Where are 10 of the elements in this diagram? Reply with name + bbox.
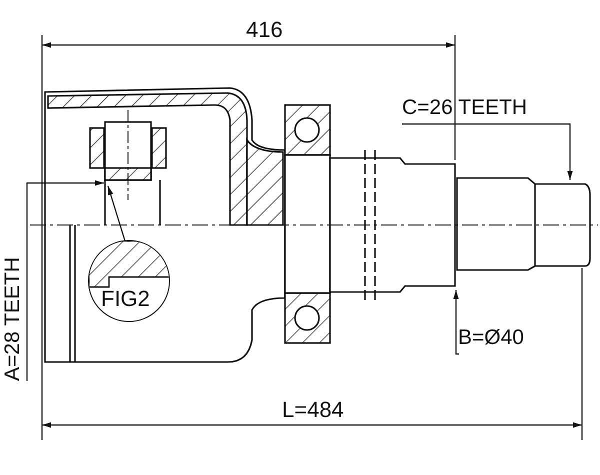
leader-line: [107, 186, 126, 242]
dimension-text: B=Ø40: [458, 326, 525, 350]
leader-line: [402, 123, 573, 180]
dimension-text: L=484: [282, 398, 344, 422]
dimension-text: C=26 TEETH: [402, 96, 528, 120]
leader-line: [453, 290, 459, 355]
dimension-text: 416: [246, 18, 283, 42]
leader-line: [26, 180, 104, 381]
figure-label: FIG2: [101, 287, 150, 311]
dimension-text: A=28 TEETH: [1, 256, 25, 381]
